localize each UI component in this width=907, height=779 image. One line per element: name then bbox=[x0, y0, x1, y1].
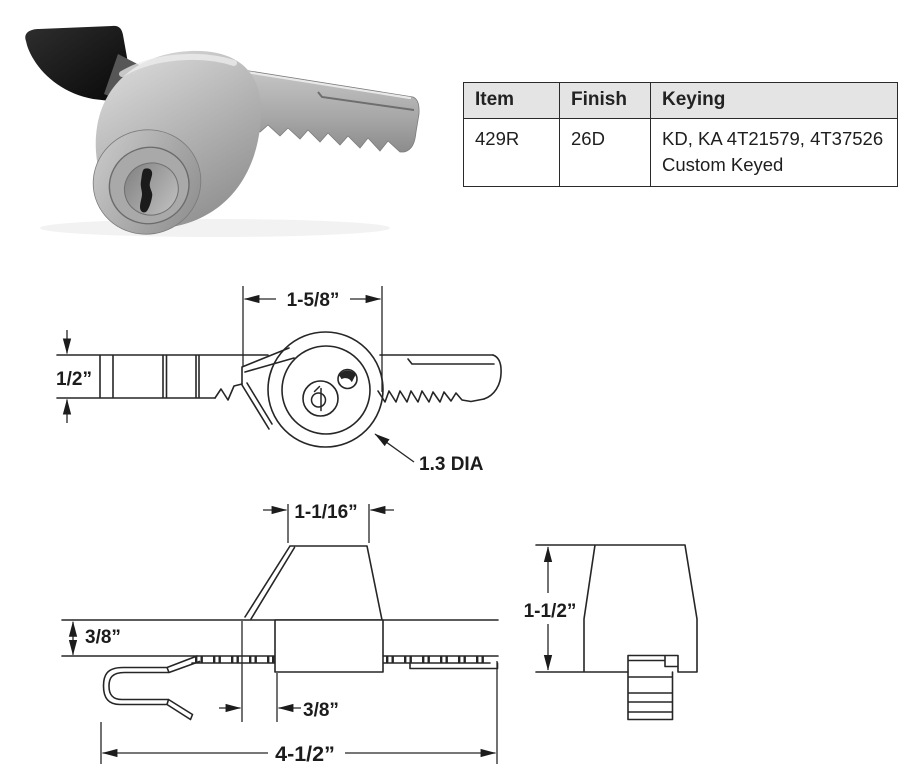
dia-leader-line bbox=[374, 433, 415, 463]
cell-finish: 26D bbox=[559, 117, 651, 188]
keying-line-2: Custom Keyed bbox=[662, 153, 784, 175]
spring-clip bbox=[102, 655, 201, 721]
keyhole-plug bbox=[302, 380, 339, 417]
plan-view-drawing bbox=[61, 545, 499, 721]
lock-face-outline bbox=[267, 331, 384, 448]
ratchet-teeth bbox=[195, 656, 484, 663]
column-header-finish: Finish bbox=[559, 82, 651, 119]
table-row: 429R 26D KD, KA 4T21579, 4T37526 Custom … bbox=[463, 117, 898, 188]
front-diameter-callout: 1.3 DIA bbox=[419, 454, 484, 475]
end-view-ratchet-bar bbox=[627, 671, 674, 721]
set-screw bbox=[337, 368, 358, 390]
set-screw-slot bbox=[339, 370, 356, 383]
keying-line-1: KD, KA 4T21579, 4T37526 bbox=[662, 128, 884, 149]
front-thickness-dimension: 1/2” bbox=[56, 369, 92, 390]
body-offset-dimension: 3/8” bbox=[303, 700, 339, 721]
front-view-drawing bbox=[56, 331, 502, 448]
end-height-dimension: 1-1/2” bbox=[524, 601, 577, 622]
bar-thickness-dimension: 3/8” bbox=[85, 627, 121, 648]
keyway bbox=[140, 168, 153, 213]
front-width-dimension: 1-5/8” bbox=[287, 290, 340, 311]
clip-blade bbox=[25, 25, 134, 103]
cylinder-highlight bbox=[119, 53, 237, 77]
ratchet-bar bbox=[236, 68, 420, 153]
front-view-dimensions: 1-5/8” 1/2” 1.3 DIA bbox=[56, 286, 484, 475]
product-photo bbox=[25, 25, 420, 237]
plan-view-dimensions: 3/8” 3/8” 4-1/2” 1-1/16” bbox=[68, 502, 498, 766]
end-view-drawing bbox=[535, 544, 698, 721]
spec-table: Item Finish Keying 429R 26D KD, KA 4T215… bbox=[463, 82, 898, 188]
cylinder-ring bbox=[281, 345, 371, 435]
serrated-edge bbox=[377, 390, 485, 403]
cell-keying: KD, KA 4T21579, 4T37526 Custom Keyed bbox=[650, 117, 898, 188]
key-symbol bbox=[310, 392, 327, 408]
plan-body-base bbox=[274, 619, 384, 673]
spec-table-header-row: Item Finish Keying bbox=[463, 82, 898, 119]
cell-item: 429R bbox=[463, 117, 560, 188]
end-view-dimensions: 1-1/2” bbox=[524, 546, 577, 671]
plan-body-trapezoid bbox=[244, 545, 383, 621]
overall-length-dimension: 4-1/2” bbox=[275, 742, 335, 766]
column-header-keying: Keying bbox=[650, 82, 898, 119]
bar-highlight bbox=[238, 69, 412, 100]
body-width-dimension: 1-1/16” bbox=[294, 502, 357, 523]
column-header-item: Item bbox=[463, 82, 560, 119]
bar-groove bbox=[317, 91, 415, 111]
